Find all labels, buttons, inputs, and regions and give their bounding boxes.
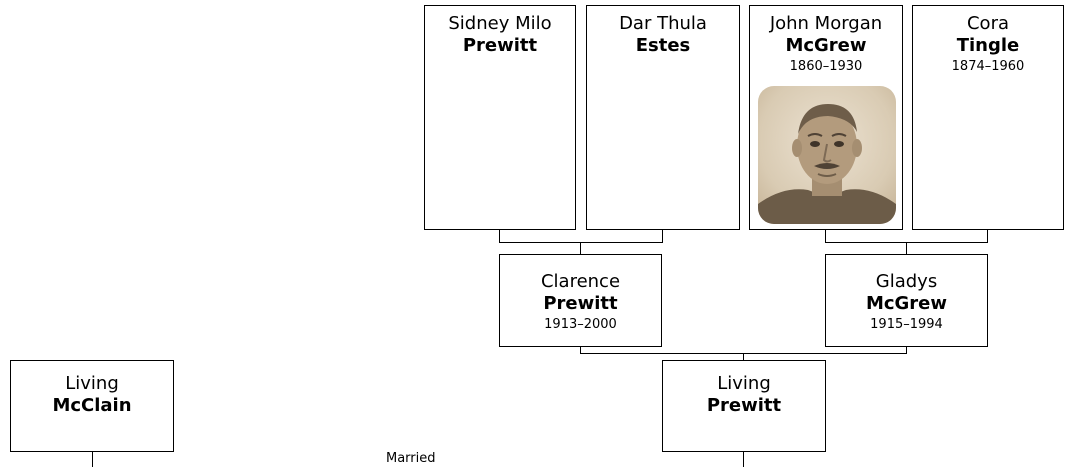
surname: Prewitt [462, 35, 538, 56]
given-name: Clarence [540, 271, 621, 292]
person-card-living-prewitt[interactable]: Living Prewitt [662, 360, 826, 452]
given-name: Gladys [875, 271, 938, 292]
surname: McGrew [865, 293, 948, 314]
connector-line [825, 230, 826, 242]
connector-line [92, 452, 93, 467]
person-card-living-mcclain[interactable]: Living McClain [10, 360, 174, 452]
connector-line [743, 452, 744, 467]
given-name: Living [717, 373, 771, 394]
surname: Prewitt [543, 293, 618, 314]
surname: McClain [52, 395, 132, 416]
person-card-clarence-prewitt[interactable]: Clarence Prewitt 1913–2000 [499, 254, 662, 347]
given-name: Sidney Milo [448, 13, 552, 34]
connector-line [499, 242, 663, 243]
given-name: Living [65, 373, 119, 394]
given-name: Dar Thula [619, 13, 707, 34]
connector-line [662, 230, 663, 242]
given-name: John Morgan [769, 13, 883, 34]
connector-line [906, 347, 907, 353]
surname: Prewitt [706, 395, 782, 416]
portrait-photo-image [758, 86, 896, 224]
surname: Tingle [956, 35, 1020, 56]
person-card-cora-tingle[interactable]: Cora Tingle 1874–1960 [912, 5, 1064, 230]
person-card-john-mcgrew[interactable]: John Morgan McGrew 1860–1930 [749, 5, 903, 230]
connector-line [906, 242, 907, 254]
life-dates: 1874–1960 [951, 59, 1025, 74]
connector-line [580, 347, 581, 353]
connector-line [580, 242, 581, 254]
connector-line [499, 230, 500, 242]
portrait-photo[interactable] [758, 86, 896, 224]
surname: Estes [635, 35, 691, 56]
connector-line [743, 353, 744, 360]
life-dates: 1860–1930 [789, 59, 863, 74]
person-card-dar-estes[interactable]: Dar Thula Estes [586, 5, 740, 230]
given-name: Cora [966, 13, 1009, 34]
married-label: Married [386, 451, 436, 466]
life-dates: 1915–1994 [870, 317, 943, 332]
surname: McGrew [785, 35, 867, 56]
connector-line [987, 230, 988, 242]
life-dates: 1913–2000 [544, 317, 617, 332]
person-card-sidney-prewitt[interactable]: Sidney Milo Prewitt [424, 5, 576, 230]
person-card-gladys-mcgrew[interactable]: Gladys McGrew 1915–1994 [825, 254, 988, 347]
